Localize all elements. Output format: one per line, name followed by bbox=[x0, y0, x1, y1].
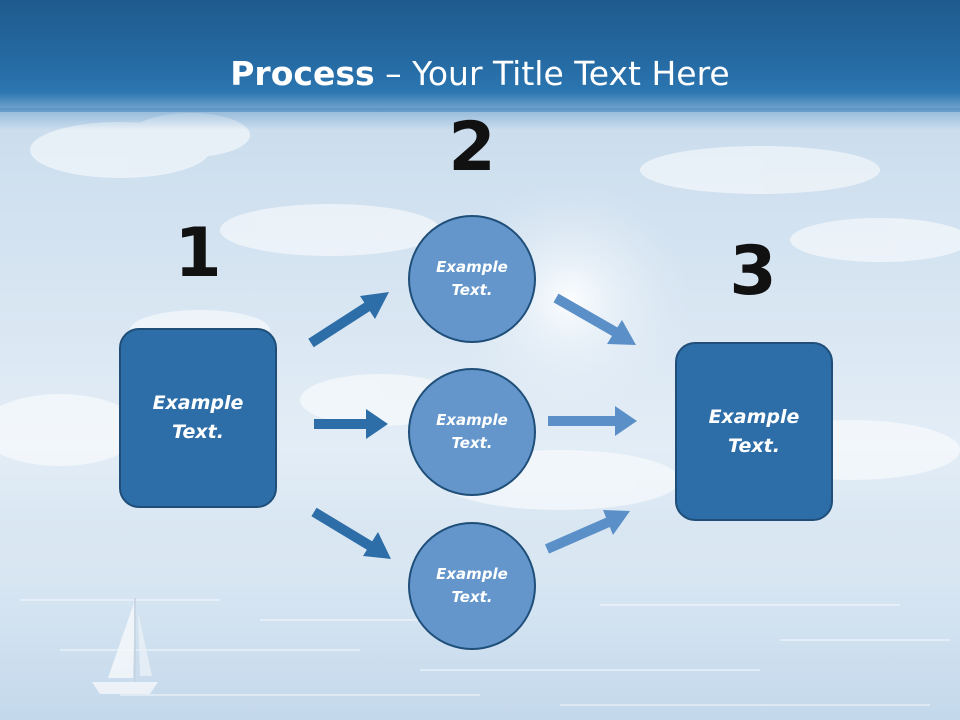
left-box-line-2: Text. bbox=[172, 421, 224, 443]
circle-middle-line-1: Example bbox=[436, 411, 508, 429]
circle-top-label: Example Text. bbox=[436, 256, 508, 302]
right-box-line-1: Example bbox=[708, 405, 800, 428]
title-bar bbox=[0, 0, 960, 112]
right-process-box[interactable]: Example Text. bbox=[675, 342, 833, 521]
process-circle-top[interactable]: Example Text. bbox=[408, 215, 536, 343]
circle-top-line-1: Example bbox=[436, 258, 508, 276]
left-box-label: Example Text. bbox=[153, 389, 244, 447]
slide-title[interactable]: Process – Your Title Text Here bbox=[0, 52, 960, 96]
circle-bottom-line-2: Text. bbox=[451, 588, 493, 606]
step-number-2[interactable]: 2 bbox=[448, 108, 496, 187]
circle-middle-line-2: Text. bbox=[451, 434, 493, 452]
sailboat-image bbox=[92, 598, 158, 694]
step-number-1[interactable]: 1 bbox=[174, 214, 222, 293]
arrow-middle-to-right bbox=[548, 406, 637, 436]
arrow-left-to-bottom bbox=[311, 507, 391, 559]
arrow-left-to-middle bbox=[314, 409, 388, 439]
circle-bottom-line-1: Example bbox=[436, 565, 508, 583]
right-box-line-2: Text. bbox=[728, 434, 780, 457]
arrow-left-to-top bbox=[308, 292, 389, 348]
title-separator: – bbox=[374, 54, 413, 93]
title-bar-fade bbox=[0, 108, 960, 130]
process-circle-middle[interactable]: Example Text. bbox=[408, 368, 536, 496]
circle-middle-label: Example Text. bbox=[436, 409, 508, 455]
left-process-box[interactable]: Example Text. bbox=[119, 328, 277, 508]
circle-top-line-2: Text. bbox=[451, 281, 493, 299]
arrow-top-to-right bbox=[553, 293, 636, 345]
title-rest: Your Title Text Here bbox=[412, 54, 730, 93]
title-strong: Process bbox=[230, 54, 375, 93]
right-box-label: Example Text. bbox=[709, 403, 800, 461]
step-number-3[interactable]: 3 bbox=[729, 232, 777, 311]
arrow-bottom-to-right bbox=[544, 510, 630, 554]
process-circle-bottom[interactable]: Example Text. bbox=[408, 522, 536, 650]
circle-bottom-label: Example Text. bbox=[436, 563, 508, 609]
left-box-line-1: Example bbox=[152, 392, 244, 414]
